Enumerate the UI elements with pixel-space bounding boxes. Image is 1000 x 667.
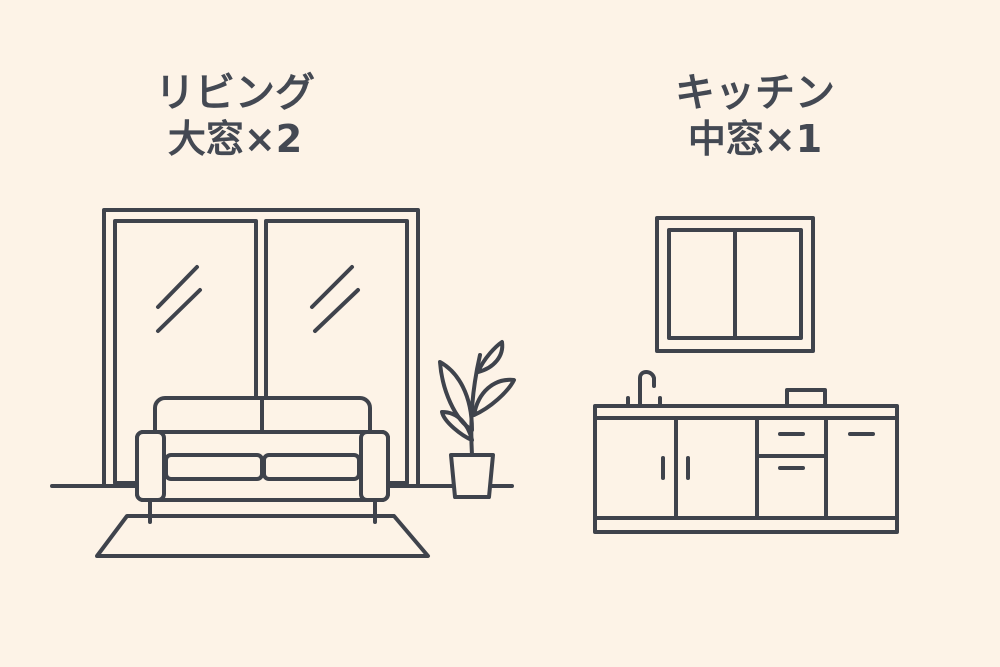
potted-plant-icon [438,340,516,499]
kitchen-scene [593,216,899,534]
rug-icon [95,514,430,558]
counter-box-icon [785,388,827,408]
large-window-icon [102,208,420,488]
kitchen-label: キッチン 中窓×1 [610,70,900,162]
sofa-icon [135,396,390,524]
living-window-count: 大窓×2 [167,117,303,161]
faucet-icon [626,370,662,408]
living-title: リビング [155,70,315,116]
living-room-scene [50,208,516,558]
living-label: リビング 大窓×2 [90,70,380,162]
kitchen-cabinet-icon [593,404,899,534]
kitchen-window-count: 中窓×1 [687,117,823,161]
medium-window-icon [655,216,815,353]
kitchen-title: キッチン [675,70,835,116]
